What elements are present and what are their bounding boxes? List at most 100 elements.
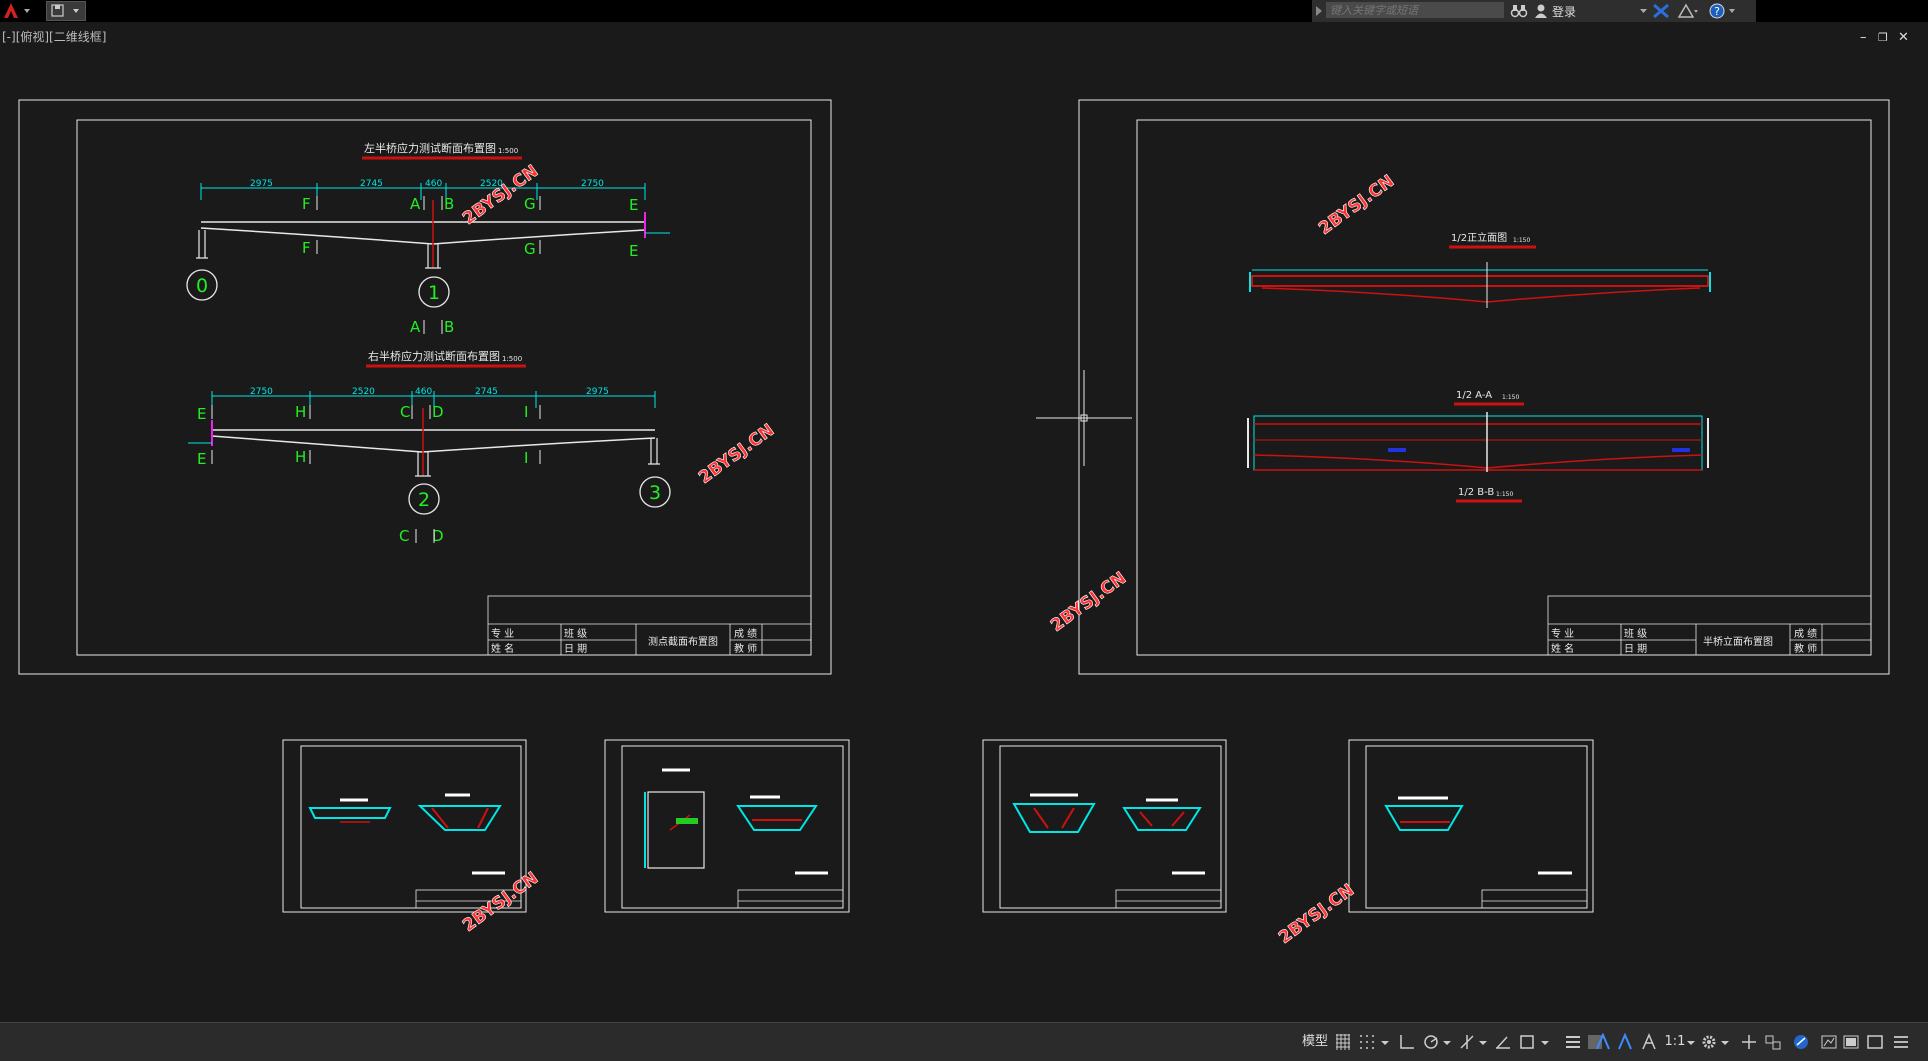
section-label: B [444,195,454,213]
login-button[interactable]: 登录 [1552,5,1577,19]
section-label: H [295,403,306,421]
thumbnail-sheet-1[interactable] [282,739,527,913]
autocad-logo-icon[interactable] [0,0,40,22]
plus-icon[interactable] [1740,1033,1758,1051]
drawing-title-top: 左半桥应力测试断面布置图 [364,141,496,155]
drawing-canvas[interactable]: 左半桥应力测试断面布置图 1:500 2975 2745 460 2520 27… [0,22,1928,1022]
drawing-title-top-scale: 1:500 [498,147,518,155]
section-label: F [302,239,311,257]
elevation-title: 1/2正立面图 [1451,231,1507,244]
isolate-objects-icon[interactable] [1792,1033,1810,1051]
dim-label: 2745 [360,179,383,189]
tb-date: 日 期 [1624,643,1647,655]
vertical-scrollbar[interactable] [1920,120,1928,950]
tb-name: 姓 名 [491,642,514,655]
thumbnail-sheet-2[interactable] [604,739,850,913]
watermark-text: 2BYSJ.CN [459,868,542,936]
tb-drawing-name: 半桥立面布置图 [1703,635,1773,648]
autodesk-a360-icon[interactable] [1677,3,1699,19]
sheet-right[interactable]: 1/2正立面图 1:150 1/2 A-A 1:150 1 [1078,99,1890,675]
thumbnail-sheet-4[interactable] [1348,739,1594,913]
close-icon[interactable]: ✕ [1898,30,1909,45]
chevron-down-icon[interactable] [1720,1033,1730,1051]
elevation-title-scale: 1:150 [1513,237,1530,244]
drawing-title-bottom: 右半桥应力测试断面布置图 [368,349,500,363]
expand-arrow-icon[interactable] [1315,5,1323,17]
dim-label: 2975 [250,179,273,189]
binoculars-icon[interactable] [1510,3,1528,19]
status-bar: 模型 1:1 [0,1022,1928,1061]
tb-class: 班 级 [564,628,587,640]
save-icon[interactable] [47,2,85,20]
sheet-left[interactable]: 左半桥应力测试断面布置图 1:500 2975 2745 460 2520 27… [18,99,832,675]
ortho-mode-icon[interactable] [1398,1033,1416,1051]
annotation-scale-icon[interactable] [1594,1033,1612,1051]
section-aa-scale: 1:150 [1502,394,1519,401]
chevron-down-icon[interactable] [1478,1033,1488,1051]
title-block [1547,595,1872,656]
sheet-border [18,99,832,675]
help-icon[interactable]: ? [1708,2,1738,20]
chevron-down-icon[interactable] [1640,9,1648,15]
pier-number: 2 [418,489,430,511]
object-snap-tracking-icon[interactable] [1494,1033,1512,1051]
section-bb-title: 1/2 B-B [1458,487,1494,498]
chevron-down-icon[interactable] [1540,1033,1550,1051]
restore-icon[interactable]: ❐ [1878,31,1888,44]
section-label: E [197,405,206,423]
girder-top [200,221,646,245]
chevron-down-icon[interactable] [1686,1033,1696,1051]
pier-marker [639,476,671,508]
svg-text:?: ? [1714,5,1720,18]
watermark-text: 2BYSJ.CN [1315,171,1398,239]
watermark-text: 2BYSJ.CN [1047,568,1130,636]
dim-label: 2520 [352,387,375,397]
section-label: E [629,196,638,214]
tb-date: 日 期 [564,643,587,655]
watermark-text: 2BYSJ.CN [1275,880,1358,948]
tb-class: 班 级 [1624,628,1647,640]
drawing-title-bottom-scale: 1:500 [502,355,522,363]
section-label: H [295,448,306,466]
exchange-apps-icon[interactable] [1652,3,1670,19]
snap-mode-icon[interactable] [1358,1033,1376,1051]
annotation-visibility-icon[interactable] [1616,1033,1634,1051]
scale-dropdown[interactable]: 1:1 [1664,1034,1686,1049]
title-block [487,595,812,656]
section-label: F [302,195,311,213]
quick-access-toolbar[interactable] [46,1,86,21]
section-label: D [432,403,444,421]
tb-score: 成 绩 [1794,627,1817,640]
thumbnail-sheet-3[interactable] [982,739,1227,913]
units-icon[interactable] [1764,1033,1782,1051]
gear-icon[interactable] [1700,1033,1718,1051]
dim-label: 2520 [480,179,503,189]
lineweight-icon[interactable] [1564,1033,1582,1051]
section-label: C [399,527,409,545]
graphics-performance-icon[interactable] [1820,1033,1838,1051]
fullscreen-icon[interactable] [1866,1033,1884,1051]
viewport-label[interactable]: [-][俯视][二维线框] [2,30,107,44]
auto-scale-icon[interactable] [1640,1033,1658,1051]
section-label: G [524,195,536,213]
search-input[interactable] [1326,2,1504,18]
minimize-icon[interactable]: – [1860,30,1867,45]
grid-icon[interactable] [1334,1033,1352,1051]
section-label: D [432,527,444,545]
polar-tracking-icon[interactable] [1422,1033,1440,1051]
model-tab-button[interactable]: 模型 [1301,1034,1328,1049]
chevron-down-icon[interactable] [1380,1033,1390,1051]
pier-marker [418,276,450,308]
tb-major: 专 业 [1551,627,1574,640]
clean-screen-icon[interactable] [1842,1033,1860,1051]
chevron-down-icon[interactable] [1442,1033,1452,1051]
sheet-border [1078,99,1890,675]
tb-drawing-name: 测点截面布置图 [648,635,718,648]
hamburger-menu-icon[interactable] [1892,1033,1910,1051]
user-icon [1535,4,1547,18]
drawing-frame [76,119,812,656]
isodraft-icon[interactable] [1458,1033,1476,1051]
section-label: C [400,403,410,421]
object-snap-icon[interactable] [1518,1033,1536,1051]
dim-label: 2975 [586,387,609,397]
